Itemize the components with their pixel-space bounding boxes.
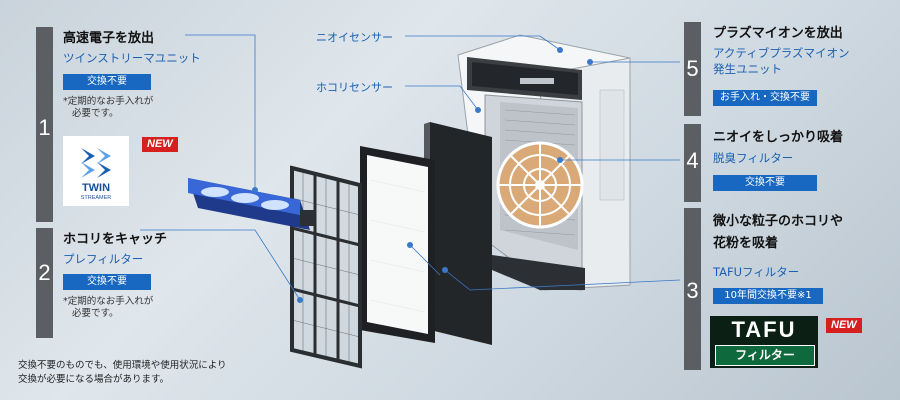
feature-5-number-bar: 5 (684, 22, 701, 116)
feature-5-tag: お手入れ・交換不要 (713, 90, 817, 106)
twin-logo-text: TWIN (81, 182, 111, 194)
feature-1-note-line2: 必要です。 (72, 108, 119, 119)
feature-5-title: プラズマイオンを放出 (713, 26, 843, 41)
feature-3-title-line2: 花粉を吸着 (713, 236, 779, 251)
feature-5-subtitle-line2: 発生ユニット (713, 62, 782, 76)
feature-5-number: 5 (686, 56, 699, 81)
feature-5-subtitle-line1: アクティブプラズマイオン (713, 46, 850, 60)
odor-sensor-label: ニオイセンサー (316, 31, 393, 44)
feature-2-subtitle: プレフィルター (63, 252, 144, 266)
feature-4-title: ニオイをしっかり吸着 (713, 130, 844, 145)
feature-4-number-bar: 4 (684, 124, 701, 202)
footnote-line2: 交換が必要になる場合があります。 (18, 374, 170, 385)
feature-2-note-line2: 必要です。 (72, 308, 119, 319)
twin-logo-subtext: STREAMER (80, 195, 112, 201)
feature-3-number: 3 (686, 278, 699, 303)
feature-4-number: 4 (686, 148, 699, 173)
feature-1-title: 高速電子を放出 (63, 31, 155, 46)
tafu-logo: TAFU フィルター (710, 316, 818, 368)
feature-1-tag: 交換不要 (63, 74, 151, 90)
dust-sensor-label: ホコリセンサー (316, 81, 393, 94)
feature-3-title-line1: 微小な粒子のホコリや (713, 214, 844, 229)
feature-2-tag: 交換不要 (63, 274, 151, 290)
feature-3-number-bar: 3 (684, 208, 701, 370)
feature-2-note-line1: *定期的なお手入れが (63, 296, 154, 307)
deodorizer-wheel (496, 141, 584, 229)
feature-1-number: 1 (38, 115, 51, 140)
twin-streamer-icon (81, 148, 111, 178)
feature-1-number-bar: 1 (36, 27, 53, 222)
feature-3-subtitle: TAFUフィルター (713, 265, 800, 279)
footnote-line1: 交換不要のものでも、使用環境や使用状況により (18, 360, 227, 371)
feature-1-subtitle: ツインストリーマユニット (63, 51, 201, 65)
tafu-logo-subtext: フィルター (715, 345, 815, 366)
feature-4-tag: 交換不要 (713, 175, 817, 191)
feature-2-number-bar: 2 (36, 228, 53, 338)
feature-2-title: ホコリをキャッチ (63, 232, 168, 247)
feature-1-note-line1: *定期的なお手入れが (63, 96, 154, 107)
feature-2-number: 2 (38, 260, 51, 285)
feature-4-subtitle: 脱臭フィルター (713, 151, 794, 165)
tafu-logo-text: TAFU (731, 317, 797, 342)
feature-1-new-badge: NEW (142, 137, 178, 152)
streamer-unit (188, 178, 314, 230)
pre-filter (290, 165, 362, 369)
deodorizer-filter (360, 146, 435, 343)
feature-3-new-badge: NEW (826, 318, 862, 333)
feature-3-tag: 10年間交換不要※1 (713, 288, 823, 304)
twin-streamer-logo: TWIN STREAMER (63, 136, 129, 206)
